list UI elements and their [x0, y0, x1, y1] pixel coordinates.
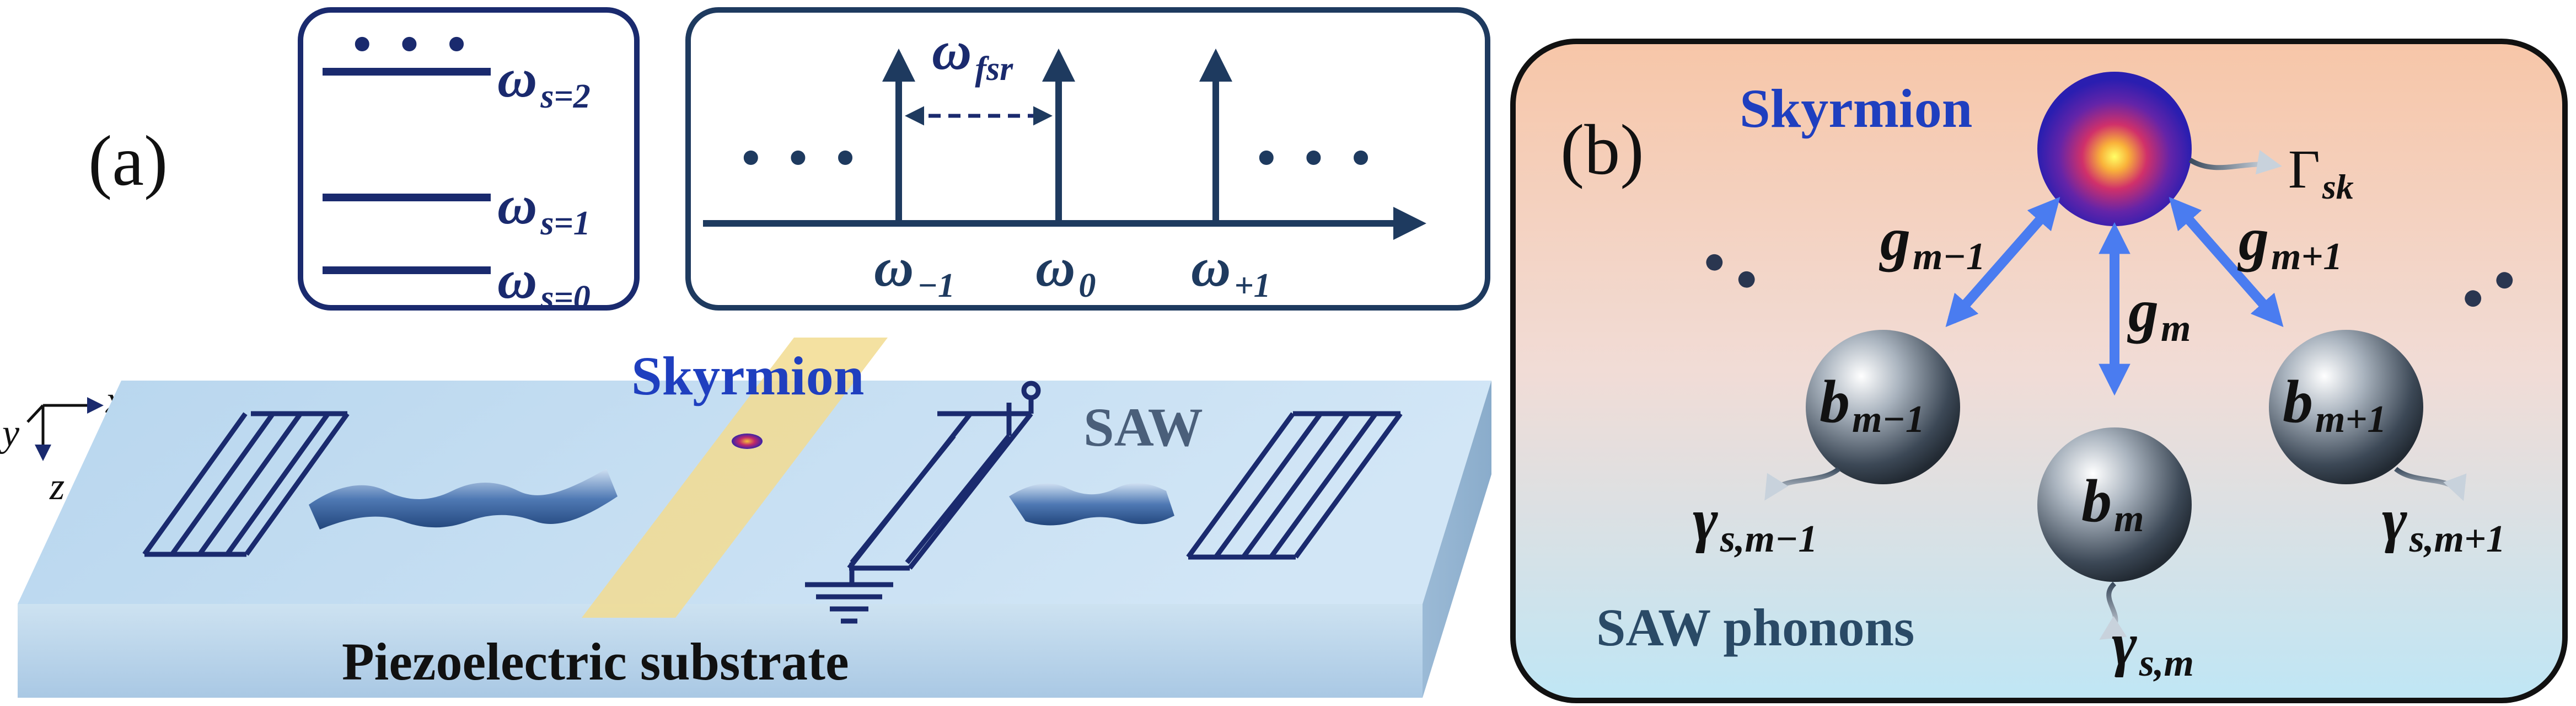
- coupling-arrow-plus: [2169, 197, 2284, 327]
- phonon-ball-plus: [2269, 330, 2423, 484]
- phonon-ball-minus: [1806, 330, 1960, 484]
- panel-b-box: [1510, 39, 2568, 703]
- panel-a-label: (a): [88, 121, 168, 201]
- decay-arrow-m: [2099, 581, 2127, 640]
- decay-plus-label: γs,m+1: [2382, 486, 2505, 560]
- small-skyrmion: [732, 434, 763, 449]
- omega-fsr-label: ωfsr: [932, 20, 1013, 88]
- panel-b-skyrmion-label: Skyrmion: [1740, 78, 1972, 139]
- spectrum-box: [685, 7, 1490, 311]
- magnetic-strip: [582, 338, 888, 618]
- decay-minus-label: γs,m−1: [1693, 486, 1817, 560]
- level-label-s2: ωs=2: [497, 47, 591, 115]
- b-m-label: bm: [2081, 467, 2144, 540]
- left-transducer: [142, 411, 350, 557]
- saw-label: SAW: [1083, 397, 1203, 458]
- skyrmion-sphere: [2037, 72, 2192, 226]
- center-transducer: [805, 381, 1041, 624]
- phonon-ball-m: [2037, 427, 2192, 582]
- g-plus-label: gm+1: [2237, 205, 2342, 278]
- axis-z-label: z: [49, 466, 65, 508]
- omega-0-label: ω0: [1035, 237, 1096, 304]
- panel-b-label: (b): [1560, 110, 1644, 190]
- decay-arrow-minus: [1764, 467, 1840, 501]
- b-plus-label: bm+1: [2283, 368, 2386, 441]
- right-transducer: [1186, 411, 1403, 560]
- energy-levels-box: [298, 7, 640, 311]
- saw-wave-right: [1009, 483, 1174, 526]
- axis-y-label: y: [0, 412, 20, 454]
- decay-m-label: γs,m: [2112, 611, 2194, 684]
- level-label-s0: ωs=0: [497, 249, 591, 317]
- substrate-label: Piezoelectric substrate: [342, 632, 849, 691]
- level-label-s1: ωs=1: [497, 174, 591, 242]
- skyrmion-decay-arrow: [2188, 149, 2282, 175]
- saw-wave-left: [309, 469, 618, 530]
- g-m-label: gm: [2127, 277, 2191, 350]
- spectrum-left-dots: • • •: [742, 128, 862, 187]
- gamma-sk-label: Γsk: [2288, 138, 2354, 206]
- spectrum-right-dots: • • •: [1257, 128, 1378, 187]
- omega-minus1-label: ω−1: [874, 237, 955, 304]
- g-minus-label: gm−1: [1879, 205, 1985, 278]
- panel-a-skyrmion-label: Skyrmion: [631, 345, 864, 407]
- level-dots: • • •: [353, 14, 474, 73]
- omega-plus1-label: ω+1: [1191, 237, 1271, 304]
- decay-arrow-plus: [2394, 467, 2467, 501]
- saw-phonons-label: SAW phonons: [1596, 598, 1914, 657]
- b-minus-label: bm−1: [1820, 368, 1925, 441]
- coupling-arrow-minus: [1945, 197, 2060, 327]
